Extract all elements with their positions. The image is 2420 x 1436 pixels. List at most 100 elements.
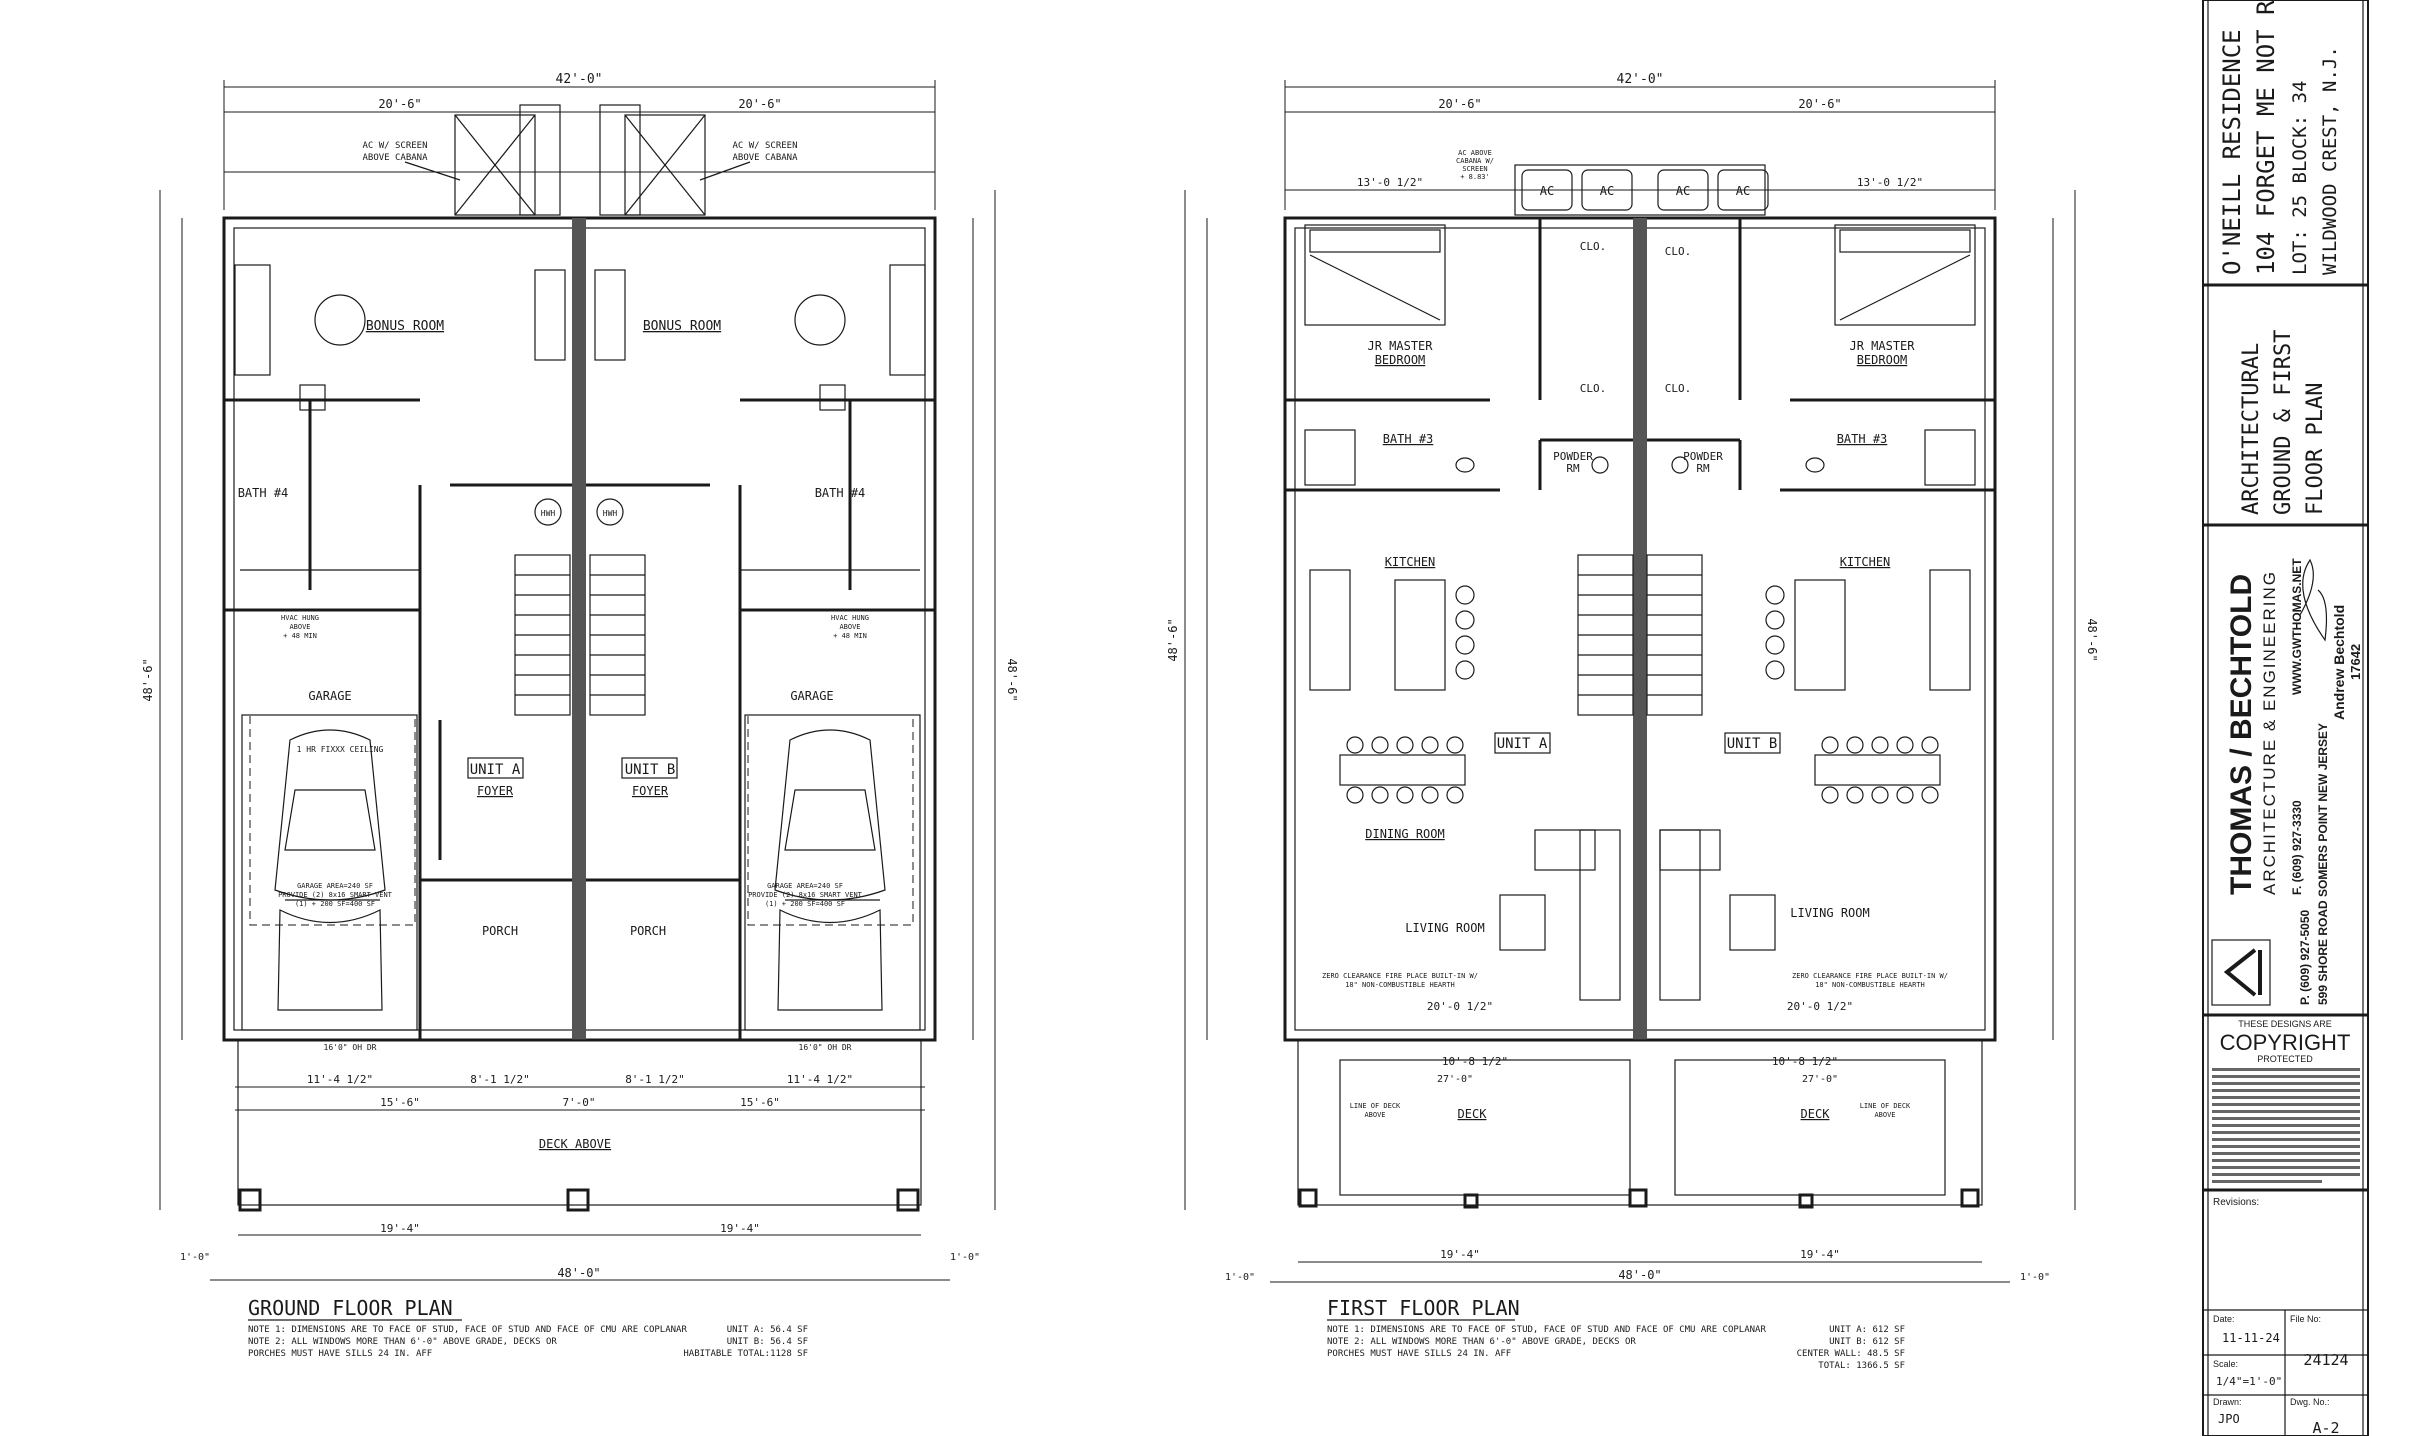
tb-address: 104 FORGET ME NOT RD: [2252, 0, 2280, 275]
ff-dim-10-8-right: 10'-8 1/2": [1772, 1055, 1838, 1068]
ff-dim-27-0-right: 27'-0": [1802, 1074, 1838, 1085]
gf-garage-door-right: 16'0" OH DR: [799, 1043, 852, 1052]
tb-firm-address: 599 SHORE ROAD SOMERS POINT NEW JERSEY: [2316, 723, 2330, 1005]
gf-unit-a-label: UNIT A: [470, 762, 521, 778]
gf-dim-8-1-left: 8'-1 1/2": [470, 1073, 530, 1086]
tb-fax: F. (609) 927-3330: [2290, 800, 2304, 895]
gf-garage-left-label: GARAGE: [308, 689, 351, 703]
gf-foyer-left: FOYER: [477, 784, 514, 798]
tb-file-value: 24124: [2303, 1351, 2348, 1369]
gf-note-3: PORCHES MUST HAVE SILLS 24 IN. AFF: [248, 1349, 432, 1359]
tb-file-label: File No:: [2290, 1314, 2321, 1324]
ff-half-width-left: 20'-6": [1438, 97, 1481, 111]
ff-overall-depth-right: 48'-6": [2085, 618, 2099, 661]
tb-drawn-value: JPO: [2218, 1412, 2240, 1426]
gf-overall-width: 42'-0": [556, 72, 603, 87]
gf-overall-depth-right: 48'-6": [1005, 658, 1019, 701]
ff-plan-title: FIRST FLOOR PLAN: [1327, 1296, 1520, 1320]
ff-clo-4: CLO.: [1665, 382, 1692, 395]
tb-sheet-title-2: GROUND & FIRST: [2271, 330, 2296, 515]
ff-area-4: TOTAL: 1366.5 SF: [1818, 1361, 1905, 1371]
ff-fireplace-left: ZERO CLEARANCE FIRE PLACE BUILT-IN W/18"…: [1322, 972, 1478, 989]
svg-text:HWH: HWH: [541, 509, 556, 518]
ff-dining-label: DINING ROOM: [1365, 827, 1444, 841]
gf-garage-right: [744, 714, 921, 1031]
tb-lot-block: LOT: 25 BLOCK: 34: [2289, 81, 2311, 275]
tb-project-name: O'NEILL RESIDENCE: [2218, 29, 2246, 275]
gf-bonus-room-right: BONUS ROOM: [643, 319, 721, 334]
ff-clo-2: CLO.: [1580, 382, 1607, 395]
first-floor-plan: 42'-0" 20'-6" 20'-6" 13'-0 1/2" 13'-0 1/…: [1166, 72, 2099, 1371]
gf-dim-11-4-right: 11'-4 1/2": [787, 1073, 853, 1086]
gf-dim-8-1-right: 8'-1 1/2": [625, 1073, 685, 1086]
gf-dim-19-4-left: 19'-4": [380, 1222, 420, 1235]
ff-dim-10-8-left: 10'-8 1/2": [1442, 1055, 1508, 1068]
tb-date-label: Date:: [2213, 1314, 2235, 1324]
tb-date-value: 11-11-24: [2222, 1331, 2280, 1345]
tb-scale-value: 1/4"=1'-0": [2216, 1375, 2282, 1388]
ff-ac-2: AC: [1600, 184, 1614, 198]
ff-dim-48-0: 48'-0": [1618, 1268, 1661, 1282]
gf-dim-1-0-right: 1'-0": [950, 1252, 980, 1263]
ff-clo-3: CLO.: [1665, 245, 1692, 258]
ff-deck-left: DECK: [1458, 1107, 1488, 1121]
gf-bath-left: BATH #4: [238, 486, 289, 500]
ff-overall-depth-left: 48'-6": [1166, 618, 1180, 661]
ff-half-width-right: 20'-6": [1798, 97, 1841, 111]
tb-copyright-top: THESE DESIGNS ARE: [2238, 1019, 2332, 1029]
ff-living-right: LIVING ROOM: [1790, 906, 1869, 920]
ff-dim-20-0-right: 20'-0 1/2": [1787, 1000, 1853, 1013]
gf-overall-depth-left: 48'-6": [141, 658, 155, 701]
gf-garage-left: [241, 714, 418, 1031]
ff-bed-right: [1834, 224, 1976, 326]
tb-copyright-sub: PROTECTED: [2257, 1054, 2313, 1064]
ff-note-2: NOTE 2: ALL WINDOWS MORE THAN 6'-0" ABOV…: [1327, 1337, 1636, 1347]
gf-area-3: HABITABLE TOTAL:1128 SF: [683, 1349, 808, 1359]
ff-dining-right: [1814, 736, 1941, 804]
gf-porch-left: PORCH: [482, 924, 518, 938]
ff-kitchen-right: KITCHEN: [1840, 555, 1891, 569]
tb-firm-name: THOMAS / BECHTOLD: [2225, 574, 2258, 895]
tb-architect-name: Andrew Bechtold: [2331, 605, 2347, 720]
ff-kitchen-left: KITCHEN: [1385, 555, 1436, 569]
gf-garage-right-label: GARAGE: [790, 689, 833, 703]
ff-dim-19-4-right: 19'-4": [1800, 1248, 1840, 1261]
tb-license: 17642: [2348, 644, 2363, 680]
title-block: O'NEILL RESIDENCE 104 FORGET ME NOT RD L…: [2202, 0, 2369, 1436]
tb-dwg-value: A-2: [2312, 1419, 2339, 1436]
tb-copyright-main: COPYRIGHT: [2220, 1030, 2351, 1055]
gf-area-1: UNIT A: 56.4 SF: [727, 1325, 808, 1335]
tb-firm-sub: ARCHITECTURE & ENGINEERING: [2260, 570, 2279, 895]
gf-note-1: NOTE 1: DIMENSIONS ARE TO FACE OF STUD, …: [248, 1325, 687, 1335]
gf-plan-title: GROUND FLOOR PLAN: [248, 1296, 453, 1320]
gf-stair-right: [589, 554, 646, 716]
ff-area-1: UNIT A: 612 SF: [1829, 1325, 1905, 1335]
ff-dim-1-0-left: 1'-0": [1225, 1272, 1255, 1283]
ff-note-3: PORCHES MUST HAVE SILLS 24 IN. AFF: [1327, 1349, 1511, 1359]
ff-dim-13-0-right: 13'-0 1/2": [1857, 176, 1923, 189]
ff-ac-3: AC: [1676, 184, 1690, 198]
ff-dim-1-0-right: 1'-0": [2020, 1272, 2050, 1283]
ff-note-1: NOTE 1: DIMENSIONS ARE TO FACE OF STUD, …: [1327, 1325, 1766, 1335]
gf-garage-door-left: 16'0" OH DR: [324, 1043, 377, 1052]
tb-phone: P. (609) 927-5050: [2298, 909, 2312, 1005]
gf-dim-1-0-left: 1'-0": [180, 1252, 210, 1263]
ff-overall-width: 42'-0": [1617, 72, 1664, 87]
ff-area-2: UNIT B: 612 SF: [1829, 1337, 1905, 1347]
gf-area-2: UNIT B: 56.4 SF: [727, 1337, 808, 1347]
ff-ac-1: AC: [1540, 184, 1554, 198]
gf-dim-7-0: 7'-0": [562, 1096, 595, 1109]
ff-bath-left: BATH #3: [1383, 432, 1434, 446]
gf-dim-15-6-right: 15'-6": [740, 1096, 780, 1109]
gf-dim-48-0: 48'-0": [557, 1266, 600, 1280]
